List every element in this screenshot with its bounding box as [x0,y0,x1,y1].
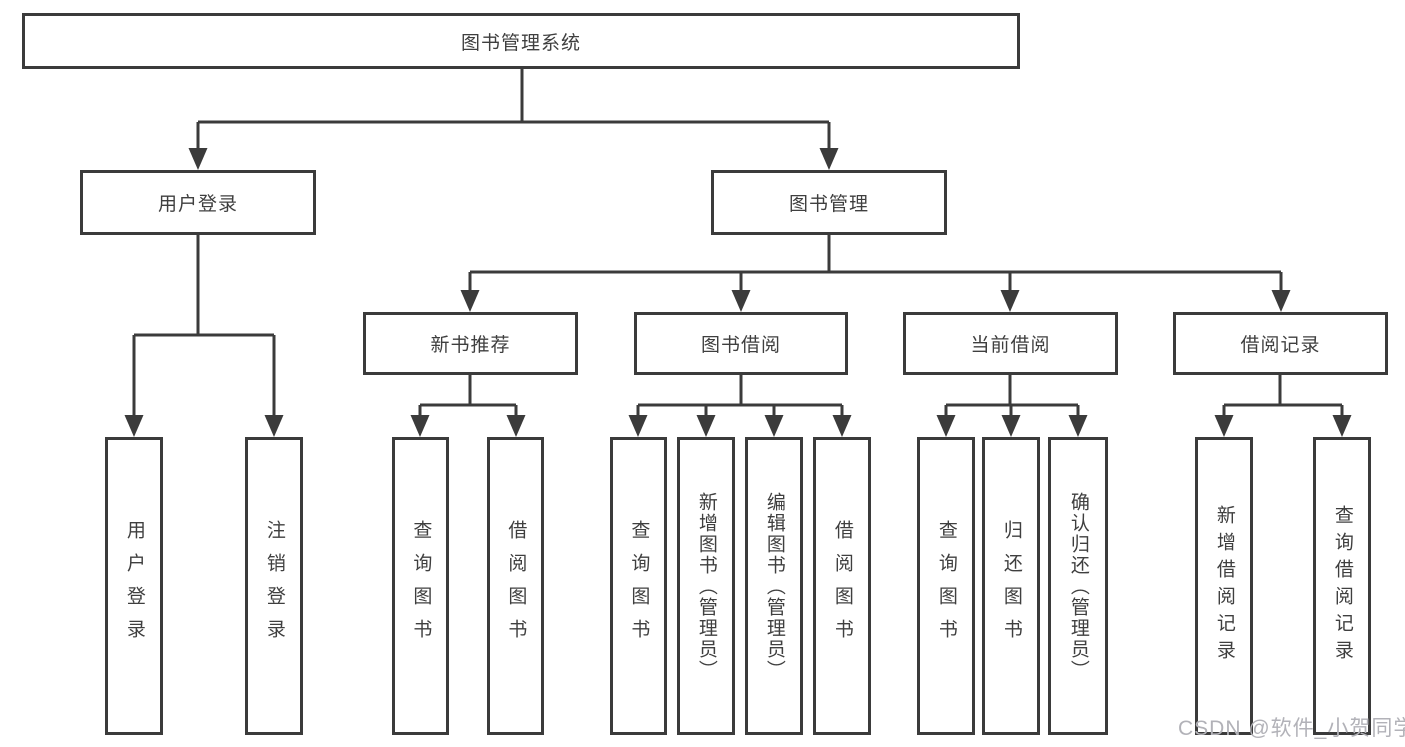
node-group-current-borrow-label: 当前借阅 [970,335,1051,356]
leaf-recommend-borrow-book: 借阅图书 [487,437,544,735]
leaf-query-borrow-record-label: 查询借阅记录 [1331,505,1353,667]
leaf-borrow-query-book-label: 查询图书 [628,520,650,652]
leaf-borrow-query-book: 查询图书 [610,437,667,735]
node-group-borrow-record: 借阅记录 [1173,312,1388,375]
leaf-return-book-label: 归还图书 [1000,520,1022,652]
leaf-query-borrow-record: 查询借阅记录 [1313,437,1371,735]
leaf-user-login: 用户登录 [105,437,163,735]
leaf-edit-book-admin: 编辑图书（管理员） [745,437,803,735]
leaf-recommend-query-book-label: 查询图书 [410,520,432,652]
arrowheads [124,148,1352,437]
leaf-add-borrow-record: 新增借阅记录 [1195,437,1253,735]
leaf-confirm-return-admin-label: 确认归还（管理员） [1067,491,1089,681]
node-group-new-book-recommend: 新书推荐 [363,312,578,375]
leaf-return-book: 归还图书 [982,437,1040,735]
node-root-label: 图书管理系统 [460,32,581,54]
leaf-borrow-book: 借阅图书 [813,437,871,735]
node-group-borrow-record-label: 借阅记录 [1240,335,1321,356]
leaf-current-query-book: 查询图书 [917,437,975,735]
leaf-current-query-book-label: 查询图书 [935,520,957,652]
csdn-watermark: CSDN @软件_小贺同学 [1178,717,1405,740]
leaf-add-borrow-record-label: 新增借阅记录 [1213,505,1235,667]
node-group-new-book-recommend-label: 新书推荐 [430,335,511,356]
leaf-confirm-return-admin: 确认归还（管理员） [1048,437,1108,735]
node-user-login-branch-label: 用户登录 [157,194,238,215]
leaf-recommend-query-book: 查询图书 [392,437,449,735]
leaf-add-book-admin: 新增图书（管理员） [677,437,735,735]
leaf-logout-label: 注销登录 [263,520,285,652]
leaf-logout: 注销登录 [245,437,303,735]
leaf-borrow-book-label: 借阅图书 [831,520,853,652]
node-group-book-borrow-label: 图书借阅 [700,335,781,356]
node-group-current-borrow: 当前借阅 [903,312,1118,375]
leaf-user-login-label: 用户登录 [123,520,145,652]
leaf-recommend-borrow-book-label: 借阅图书 [505,520,527,652]
node-user-login-branch: 用户登录 [80,170,316,235]
node-book-management-branch-label: 图书管理 [788,194,869,215]
leaf-edit-book-admin-label: 编辑图书（管理员） [763,491,785,681]
node-group-book-borrow: 图书借阅 [634,312,848,375]
leaf-add-book-admin-label: 新增图书（管理员） [695,491,717,681]
node-book-management-branch: 图书管理 [711,170,947,235]
node-root-system: 图书管理系统 [22,13,1020,69]
